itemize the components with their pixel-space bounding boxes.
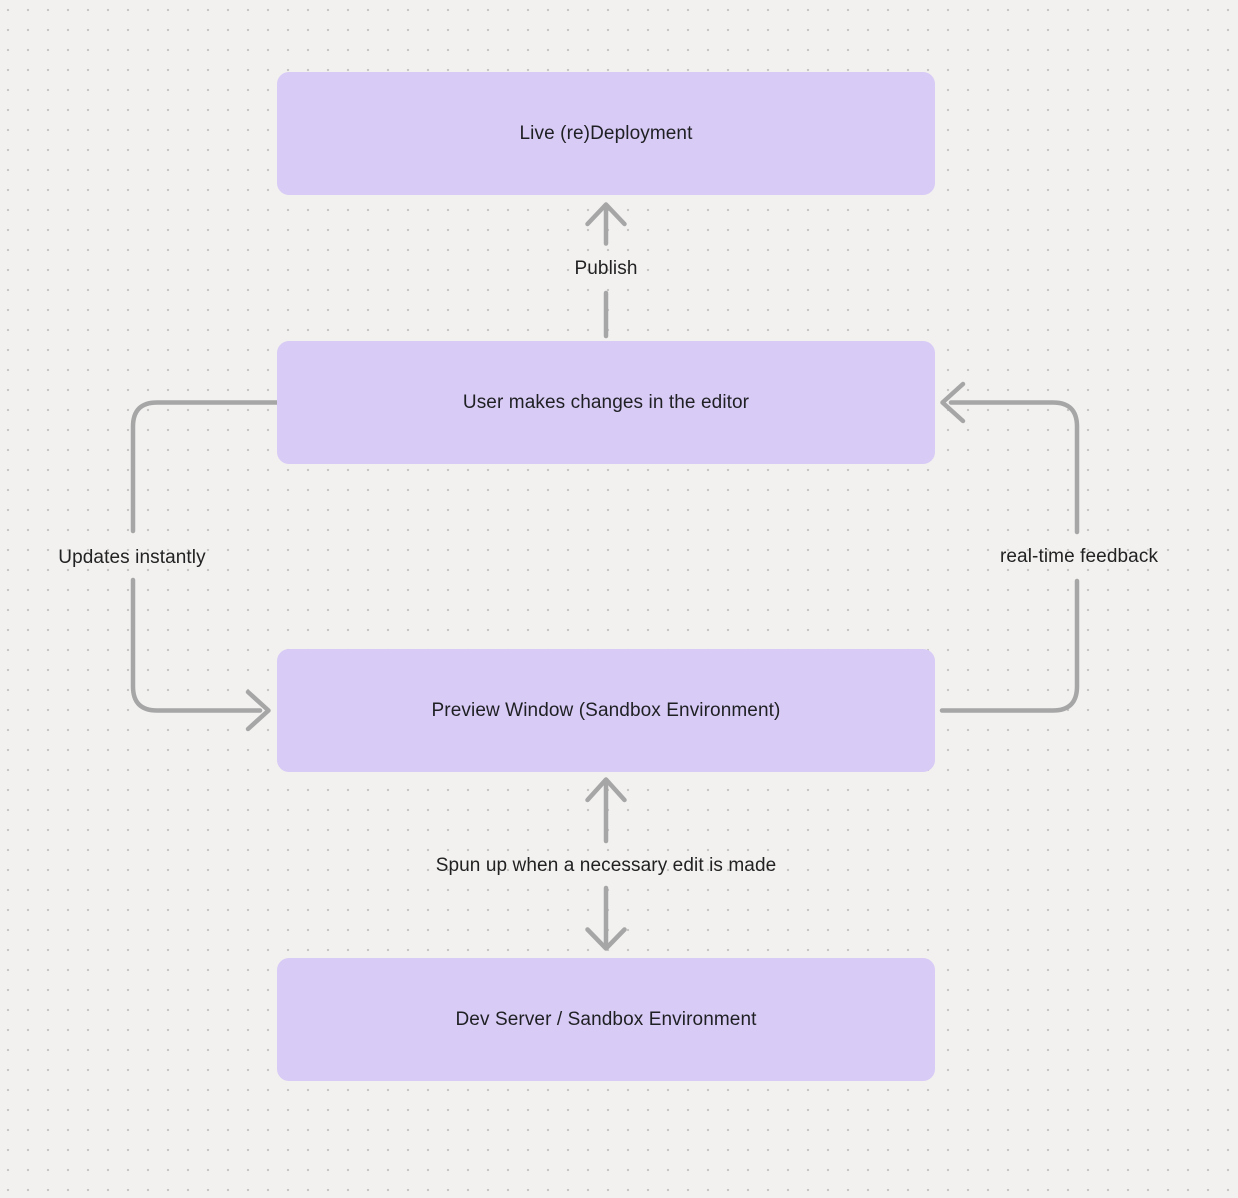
edge-feedback-arrowhead-left-icon [940,381,966,424]
edge-spun-arrowhead-up-icon [585,777,627,803]
edge-feedback-line-bottom [939,578,1080,713]
edge-feedback-line-top [948,400,1080,535]
edge-label-updates-instantly: Updates instantly [58,547,206,568]
edge-label-real-time-feedback: real-time feedback [999,546,1159,567]
node-user-editor[interactable]: User makes changes in the editor [277,341,935,464]
edge-publish-arrowhead-up-icon [585,202,627,227]
node-dev-server-label: Dev Server / Sandbox Environment [455,1008,757,1030]
node-user-editor-label: User makes changes in the editor [462,391,750,413]
edge-label-spun-up: Spun up when a necessary edit is made [435,855,777,876]
edge-updates-arrowhead-right-icon [245,689,271,732]
node-live-redeployment-label: Live (re)Deployment [519,122,693,144]
edge-spun-arrowhead-down-icon [585,927,627,951]
edge-updates-line-bottom [130,577,263,713]
node-dev-server[interactable]: Dev Server / Sandbox Environment [277,958,935,1081]
node-preview-window[interactable]: Preview Window (Sandbox Environment) [277,649,935,772]
edge-label-publish: Publish [574,258,638,279]
edge-updates-line-top [130,400,280,534]
node-live-redeployment[interactable]: Live (re)Deployment [277,72,935,195]
node-preview-window-label: Preview Window (Sandbox Environment) [431,699,781,721]
